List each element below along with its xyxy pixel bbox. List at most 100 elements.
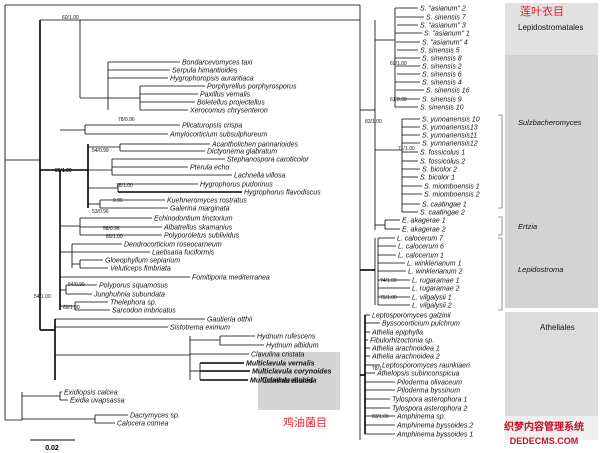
- taxon-label: Dendrocorticium roseocarneum: [124, 241, 222, 248]
- taxon-label: Tylospora asterophora 1: [392, 396, 467, 403]
- taxon-label: S. "asianum" 4: [422, 39, 468, 46]
- support-value: 58/0.96: [103, 226, 120, 232]
- support-value: 69/1.00: [63, 305, 80, 311]
- taxon-label: Amylocorticium subsulphureum: [169, 131, 267, 138]
- support-value: 69/1.00: [390, 61, 407, 67]
- svg-text:DEDECMS.COM: DEDECMS.COM: [510, 436, 579, 446]
- taxon-label: Multiclavula vernalis: [246, 360, 315, 367]
- support-value: 74/1.00: [380, 278, 397, 284]
- taxon-label: Tylospora asterophora 2: [392, 405, 467, 412]
- taxon-label: Amphinema byssoides 1: [396, 431, 473, 438]
- taxon-label: Dacrymyces sp.: [130, 412, 180, 419]
- taxon-label: S. yunnanensis12: [422, 140, 478, 147]
- taxon-label: Xerocomus chrysenteron: [189, 107, 268, 114]
- taxon-label: S. sinensis 7: [426, 14, 467, 21]
- taxon-label: Athelia arachnoidea 2: [371, 353, 440, 360]
- taxon-label: S. fossicolus 2: [420, 158, 465, 165]
- clade-box-lepidostromatales: [505, 3, 598, 55]
- taxon-label: Paxillus vernalis: [200, 91, 251, 98]
- taxon-label: Exidiopsis calcea: [64, 389, 118, 396]
- taxon-label: S. "asianum" 2: [420, 5, 466, 12]
- support-value: 54/0.99: [68, 282, 85, 288]
- taxon-label: S. "asianum" 1: [424, 30, 470, 37]
- taxon-label: Leptosporomyces raunkiaeri: [382, 362, 470, 369]
- taxon-label: Polyporus squamosus: [99, 282, 168, 289]
- taxon-label: Porphyrellus porphyrosporus: [207, 83, 297, 90]
- taxon-label: Exidia uvapsassa: [70, 397, 125, 404]
- taxon-label: Lachnella villosa: [234, 172, 285, 179]
- taxon-label: Athelia arachnoidea 1: [371, 345, 440, 352]
- taxon-label: S. miomboensis 2: [424, 191, 480, 198]
- taxon-label: Sarcodon imbricatus: [112, 307, 176, 314]
- taxon-label: S. sinensis 5: [420, 47, 460, 54]
- taxon-label: Gloeophyllum sepiarium: [105, 257, 180, 264]
- taxon-label: L. calocerum 6: [398, 243, 444, 250]
- taxon-label: Amphinema sp.: [396, 413, 446, 420]
- taxon-label: Hygrophorus pudorinus: [200, 181, 273, 188]
- taxon-label: Amphinema byssoides 2: [396, 422, 473, 429]
- taxon-label: S. yunnanensis 10: [422, 116, 480, 123]
- taxon-label: S. sinensis 16: [426, 87, 470, 94]
- taxon-label: S. sinensis 2: [422, 63, 462, 70]
- taxon-label: Athelia epiphylla: [371, 329, 423, 336]
- support-value: 0.96: [113, 198, 123, 204]
- support-value: 78/0.96: [118, 117, 135, 123]
- taxon-label: L. calocerum 1: [398, 252, 444, 259]
- taxon-label: Junghuhnia subundata: [93, 291, 165, 298]
- taxon-label: Clavulina cristata: [251, 351, 304, 358]
- bracket-sulzbacheromyces: [498, 114, 503, 209]
- taxon-label: S. sinensis 4: [422, 79, 462, 86]
- taxon-label: S. bicolor 1: [420, 174, 455, 181]
- taxon-label: Byssocorticium pulchrum: [382, 320, 460, 327]
- taxon-label: L. rugaramae 1: [412, 277, 460, 284]
- taxon-label: E. akagerae 2: [402, 226, 446, 233]
- taxon-label: Veluticeps fimbriata: [110, 265, 171, 272]
- taxon-label: S. "asianum" 3: [420, 22, 466, 29]
- clade-label-lepidostroma: Lepidostroma: [518, 265, 563, 274]
- clade-label-ertzia: Ertzia: [518, 222, 537, 231]
- taxon-label: S. sinensis 8: [422, 55, 462, 62]
- taxon-label: S. yunnanensis11: [422, 132, 477, 139]
- svg-text:织梦内容管理系统: 织梦内容管理系统: [504, 420, 584, 433]
- taxon-label: L. calocerum 7: [397, 235, 444, 242]
- support-value: 80/1.00: [106, 234, 123, 240]
- taxon-label: Multiclavula mucida: [250, 377, 317, 384]
- taxon-label: S. sinensis 10: [420, 104, 464, 111]
- taxon-label: Pterula echo: [190, 164, 229, 171]
- taxon-label: L. vilgalysii 2: [412, 302, 452, 309]
- taxon-label: Hygrophorus flavodiscus: [244, 189, 321, 196]
- support-value: 54/0.99: [92, 148, 109, 154]
- scale-bar-label: 0.02: [45, 445, 59, 452]
- support-value: 83/1.00: [365, 119, 382, 125]
- clade-label-chinese-cantharellales: 鸡油菌目: [283, 415, 327, 429]
- taxon-label: S. caatingae 1: [422, 201, 467, 208]
- taxon-label: S. yunnanensis13: [422, 124, 478, 131]
- taxon-label: L. rugaramae 2: [412, 285, 460, 292]
- clade-box-lepidostromatales-main: [505, 55, 598, 308]
- taxon-label: S. bicolor 2: [422, 166, 457, 173]
- taxon-label: Gautieria otthii: [207, 316, 253, 323]
- taxon-label: Fomitiporia mediterranea: [192, 274, 270, 281]
- taxon-label: E. akagerae 1: [402, 217, 446, 224]
- support-value: 53/0.96: [92, 209, 109, 215]
- taxon-label: S. miomboensis 1: [424, 183, 480, 190]
- support-value: 83/1.00: [372, 414, 389, 420]
- taxon-label: Thelephora sp.: [110, 299, 157, 306]
- taxon-label: Polyporoletus sublividus: [164, 232, 240, 239]
- bracket-ertzia: [498, 216, 503, 236]
- taxon-label: Plicaturopsis crispa: [182, 122, 242, 129]
- taxon-label: Boletellus projectellus: [197, 99, 265, 106]
- taxon-label: Serpula himantioides: [172, 67, 238, 74]
- clade-box-cantharellales: [258, 352, 340, 410]
- clade-label-cantharellales: Cantharellales: [262, 376, 313, 385]
- taxon-label: S. fossicolus 1: [420, 149, 465, 156]
- taxon-label: Piloderma byssinum: [397, 387, 460, 394]
- watermark: 织梦内容管理系统 DEDECMS.COM: [488, 416, 600, 453]
- taxon-label: Athelopsis subinconspicua: [376, 370, 460, 377]
- taxon-label: S. caatingae 2: [420, 209, 465, 216]
- support-value: 75/1.00: [380, 295, 397, 301]
- bracket-lepidostroma: [498, 237, 503, 311]
- clade-label-sulzbacheromyces: Sulzbacheromyces: [518, 118, 582, 127]
